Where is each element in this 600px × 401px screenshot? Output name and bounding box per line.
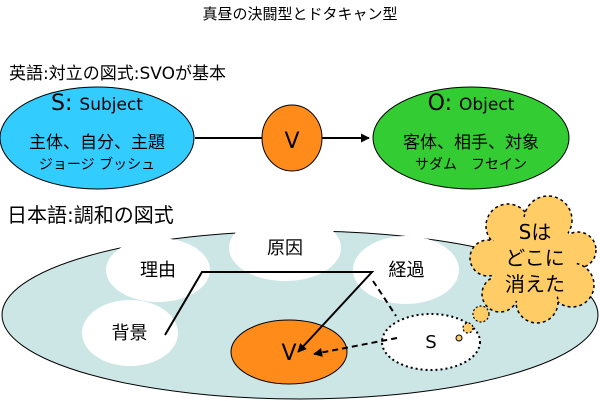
background-to-verb-path (164, 271, 375, 353)
subject-word: Subject (79, 95, 143, 115)
thought-dot-small (455, 334, 463, 342)
subject-description: 主体、自分、主題 (29, 133, 165, 153)
bubble-reason-label: 理由 (140, 260, 176, 281)
page-title: 真昼の決闘型とドタキャン型 (202, 5, 398, 23)
bubble-process (353, 236, 459, 304)
object-letter: O: (427, 91, 452, 116)
bubble-cause-label: 原因 (267, 238, 303, 259)
subject-example: ジョージ ブッシュ (38, 157, 156, 173)
japanese-heading: 日本語:調和の図式 (7, 203, 174, 227)
subject-dotted-ellipse (381, 313, 481, 371)
english-heading: 英語:対立の図式:SVOが基本 (9, 64, 226, 84)
thought-dot-medium (462, 322, 474, 334)
subject-label: S: Subject (0, 93, 194, 115)
verb-label-japanese: V (281, 341, 297, 366)
subject-ellipse (0, 86, 195, 190)
bubble-cause (229, 215, 341, 281)
subject-to-verb-dashed-arrow (313, 337, 398, 357)
thought-line-2: どこに (505, 246, 565, 270)
bubble-background-label: 背景 (111, 323, 148, 344)
thought-cloud-core (489, 216, 577, 304)
subject-letter: S: (51, 91, 73, 116)
object-word: Object (458, 95, 515, 115)
process-to-subject-dashed-line (372, 280, 397, 317)
object-example: サダム フセイン (415, 157, 527, 173)
bubble-process-label: 経過 (388, 260, 425, 281)
verb-label: V (284, 129, 300, 154)
thought-line-3: 消えた (505, 272, 565, 296)
object-description: 客体、相手、対象 (403, 133, 539, 153)
thought-line-1: Sは (518, 220, 552, 244)
bubble-background (82, 300, 178, 366)
object-ellipse (372, 86, 570, 190)
thought-dot-large (472, 305, 490, 323)
object-label: O: Object (373, 93, 569, 115)
verb-ellipse-japanese (230, 319, 348, 385)
subject-label-japanese: S (425, 332, 437, 353)
bubble-reason (106, 238, 210, 302)
verb-circle (261, 104, 323, 172)
